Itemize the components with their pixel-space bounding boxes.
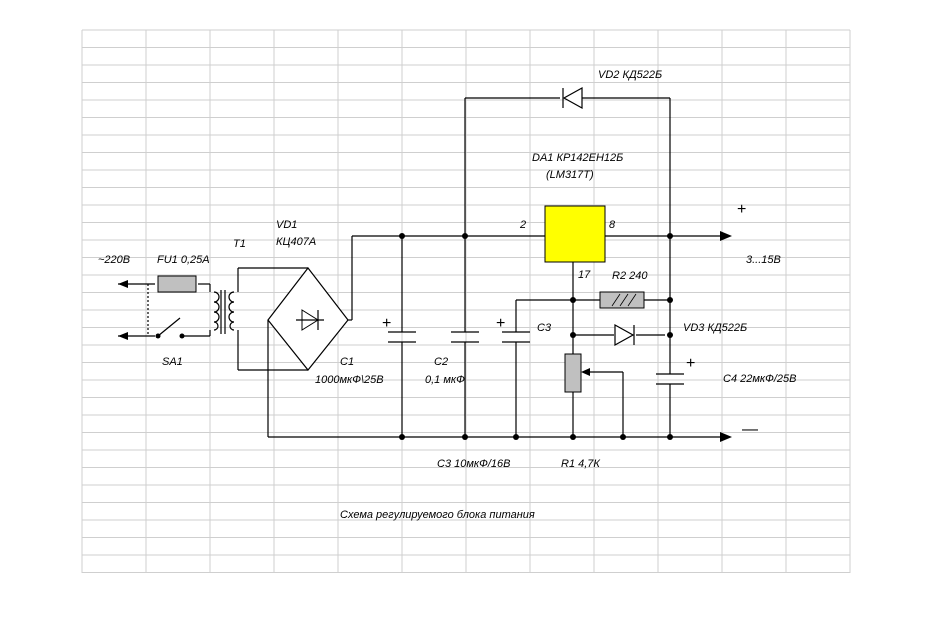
switch-sa1 — [155, 317, 185, 339]
label-pin-in: 2 — [519, 219, 526, 231]
diagram-title: Схема регулируемого блока питания — [340, 509, 535, 521]
label-c4-value: С4 22мкФ/25В — [723, 373, 796, 385]
label-da1-name: DA1 КР142ЕН12Б — [532, 152, 623, 164]
regulator-da1 — [544, 205, 606, 263]
capacitor-c3 — [502, 331, 530, 343]
c4-plus: + — [686, 355, 695, 372]
label-pin-out: 8 — [609, 219, 616, 231]
fuse — [157, 275, 197, 293]
diode-vd3 — [614, 323, 635, 347]
label-mains: ~220В — [98, 254, 130, 266]
resistor-r2 — [599, 291, 645, 309]
capacitor-c4 — [656, 373, 684, 385]
wires — [118, 97, 720, 438]
label-r1: R1 4,7К — [561, 458, 600, 470]
label-da1-alt: (LM317T) — [546, 169, 594, 181]
label-c3-value: С3 10мкФ/16В — [437, 458, 510, 470]
label-c2-name: С2 — [434, 356, 448, 368]
label-c3-name: С3 — [537, 322, 552, 334]
capacitor-c1 — [388, 331, 416, 343]
output-minus: — — [742, 421, 758, 438]
label-pin-adj: 17 — [578, 269, 591, 281]
label-vd3: VD3 КД522Б — [683, 322, 747, 334]
labels: ~220В FU1 0,25А SA1 Т1 VD1 КЦ407А + + + … — [98, 69, 796, 521]
label-bridge-name: VD1 — [276, 219, 297, 231]
output-plus: + — [737, 201, 746, 218]
label-output-range: 3...15В — [746, 254, 781, 266]
label-c1-name: С1 — [340, 356, 354, 368]
label-bridge-type: КЦ407А — [276, 236, 316, 248]
transformer-t1 — [213, 290, 235, 334]
potentiometer-r1 — [564, 353, 590, 393]
label-c2-value: 0,1 мкФ — [425, 374, 465, 386]
diode-vd2 — [562, 86, 583, 110]
grid-background — [81, 29, 851, 573]
label-fuse: FU1 0,25А — [157, 254, 210, 266]
label-c1-value: 1000мкФ\25В — [315, 374, 384, 386]
label-transformer: Т1 — [233, 238, 246, 250]
c1-plus: + — [382, 315, 391, 332]
output-terminals — [720, 231, 732, 442]
label-r2: R2 240 — [612, 270, 648, 282]
junction-dots — [399, 233, 673, 440]
capacitor-c2 — [451, 331, 479, 343]
label-switch: SA1 — [162, 356, 183, 368]
diode-bridge-vd1 — [267, 267, 349, 371]
mains-terminals — [118, 280, 128, 340]
label-vd2: VD2 КД522Б — [598, 69, 662, 81]
c3-plus: + — [496, 315, 505, 332]
